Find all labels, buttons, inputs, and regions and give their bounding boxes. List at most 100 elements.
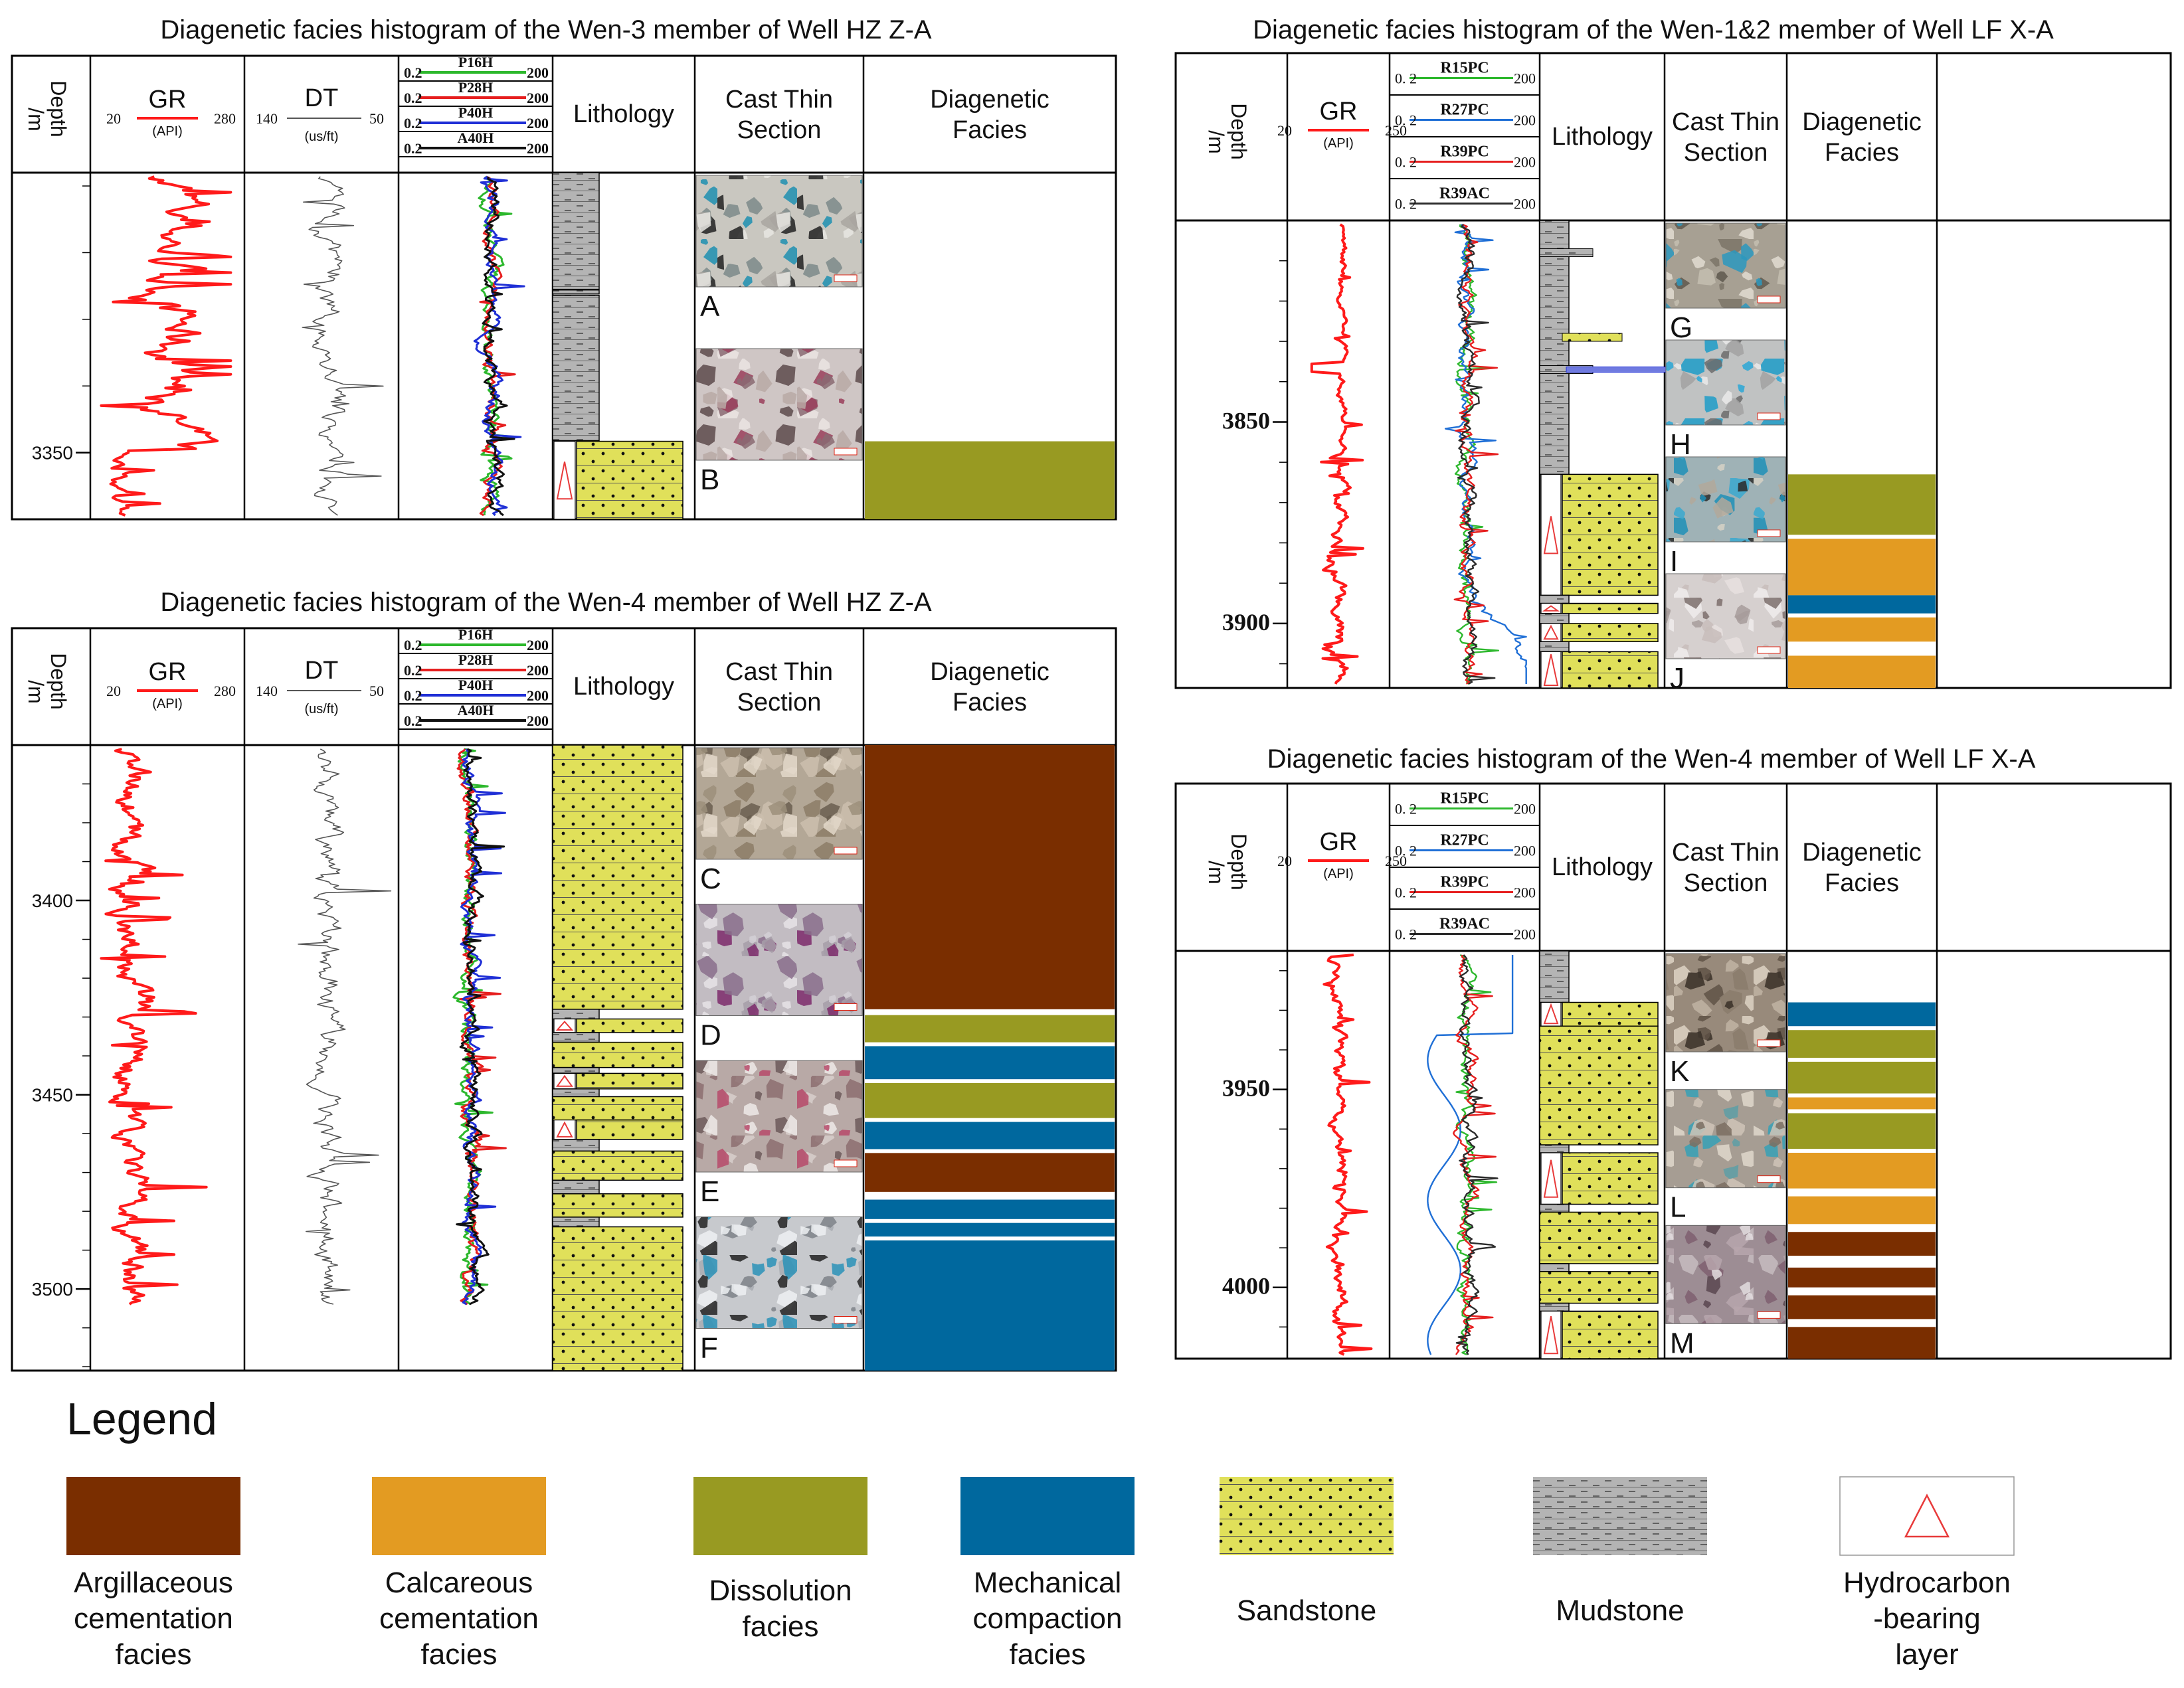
res-max: 200 — [527, 713, 549, 729]
hydrocarbon-icon — [556, 1074, 573, 1087]
res-max: 200 — [527, 637, 549, 653]
facies-dissolution — [1788, 1030, 1936, 1058]
res-min: 0.2 — [404, 64, 422, 81]
legend-label: cementation — [379, 1602, 539, 1635]
res-min: 0. 2 — [1395, 70, 1417, 87]
res-min: 0.2 — [404, 713, 422, 729]
res-min: 0.2 — [404, 90, 422, 106]
dt-label: DT — [305, 657, 339, 685]
res-min: 0. 2 — [1395, 885, 1417, 901]
res-max: 200 — [527, 140, 549, 157]
thin-section-photo-h — [1665, 339, 1786, 426]
legend-label: Mechanical — [974, 1566, 1122, 1599]
scale-bar — [834, 1003, 858, 1011]
thin-section-letter: C — [700, 863, 721, 895]
gr-curve — [100, 748, 208, 1306]
legend-label: facies — [743, 1610, 819, 1643]
dt-min: 140 — [256, 110, 278, 127]
res-max: 200 — [1514, 70, 1536, 87]
panel-title: Diagenetic facies histogram of the Wen-1… — [1253, 15, 2054, 44]
legend-label: facies — [116, 1638, 192, 1671]
gr-unit: (API) — [1323, 867, 1354, 881]
res-curve-r39pc — [1453, 223, 1499, 685]
facies-header: Facies — [1825, 869, 1899, 897]
thin-section-letter: L — [1670, 1191, 1686, 1224]
legend-label: facies — [1010, 1638, 1086, 1671]
lithology-header: Lithology — [573, 673, 674, 701]
res-max: 200 — [1514, 843, 1536, 859]
facies-argillaceous — [865, 1153, 1115, 1192]
hydrocarbon-icon — [556, 462, 573, 500]
lithology-mudstone — [552, 1066, 600, 1074]
thin-section-photo-b — [695, 348, 863, 461]
facies-dissolution — [865, 1083, 1115, 1118]
thin-section-letter: D — [700, 1019, 721, 1052]
res-max: 200 — [527, 64, 549, 81]
legend-swatch-argillaceous — [66, 1477, 240, 1555]
thin-section-letter: G — [1670, 311, 1692, 344]
legend-swatch-mudstone — [1533, 1477, 1707, 1555]
depth-header: Depth — [46, 80, 70, 137]
lithology-sandstone — [576, 1072, 683, 1090]
res-curve-r39ac — [1455, 954, 1499, 1355]
res-max: 200 — [1514, 154, 1536, 171]
thin-section-letter: J — [1670, 662, 1684, 695]
facies-header: Facies — [1825, 139, 1899, 167]
lithology-mudstone — [1539, 248, 1593, 258]
res-max: 200 — [1514, 196, 1536, 212]
facies-dissolution — [1788, 1061, 1936, 1094]
facies-compaction — [865, 1122, 1115, 1149]
scale-bar — [1757, 529, 1781, 537]
res-max: 200 — [1514, 926, 1536, 943]
hydrocarbon-icon — [1542, 605, 1560, 612]
gr-max: 250 — [1385, 853, 1407, 869]
panel-lf12: Diagenetic facies histogram of the Wen-1… — [1174, 15, 2172, 695]
thin-section-photo-g — [1665, 222, 1786, 309]
depth-header: Depth — [1227, 833, 1251, 890]
panel-hz3: Diagenetic facies histogram of the Wen-3… — [11, 15, 1117, 521]
res-curve-r27pc — [1444, 224, 1527, 684]
scale-bar — [834, 1316, 858, 1323]
lithology-sandstone — [1539, 1025, 1659, 1145]
scale-bar — [1757, 1311, 1781, 1319]
res-min: 0. 2 — [1395, 112, 1417, 129]
depth-label: 4000 — [1222, 1273, 1270, 1300]
lithology-sandstone — [576, 1018, 683, 1033]
hydrocarbon-icon — [1543, 1316, 1559, 1355]
hydrocarbon-icon — [1904, 1493, 1950, 1538]
lithology-mudstone — [1539, 1263, 1570, 1272]
depth-label: 3900 — [1222, 609, 1270, 635]
facies-calcareous — [1788, 1097, 1936, 1110]
dt-min: 140 — [256, 683, 278, 699]
hydrocarbon-box — [1540, 651, 1562, 689]
scale-bar — [1757, 412, 1781, 420]
res-curve-name: R15PC — [1440, 60, 1489, 77]
lithology-sandstone — [576, 1119, 683, 1140]
depth-unit: /m — [1204, 861, 1228, 885]
res-curve-name: A40H — [458, 702, 494, 718]
legend-label: cementation — [74, 1602, 233, 1635]
panel-frame — [1174, 782, 2172, 1360]
lithology-mudstone — [1539, 641, 1570, 653]
lithology-sandstone — [1562, 651, 1659, 689]
lithology-header: Lithology — [573, 100, 674, 128]
facies-calcareous — [1788, 655, 1936, 688]
thin-section-header: Cast Thin — [725, 658, 833, 686]
legend-swatch-hydrocarbon — [1839, 1476, 2015, 1556]
res-min: 0. 2 — [1395, 843, 1417, 859]
facies-compaction — [865, 1046, 1115, 1080]
facies-dissolution — [865, 1015, 1115, 1043]
res-min: 0.2 — [404, 115, 422, 131]
res-min: 0. 2 — [1395, 801, 1417, 817]
gr-unit: (API) — [1323, 136, 1354, 151]
thin-section-letter: I — [1670, 545, 1678, 578]
facies-compaction — [865, 1240, 1115, 1371]
thin-section-photo-j — [1665, 573, 1786, 659]
thin-section-photo-c — [695, 747, 863, 860]
res-min: 0. 2 — [1395, 154, 1417, 171]
gr-max: 280 — [214, 110, 236, 127]
res-curve-name: R27PC — [1440, 832, 1489, 849]
legend-label: Dissolution — [709, 1574, 852, 1607]
hydrocarbon-icon — [555, 1020, 574, 1031]
